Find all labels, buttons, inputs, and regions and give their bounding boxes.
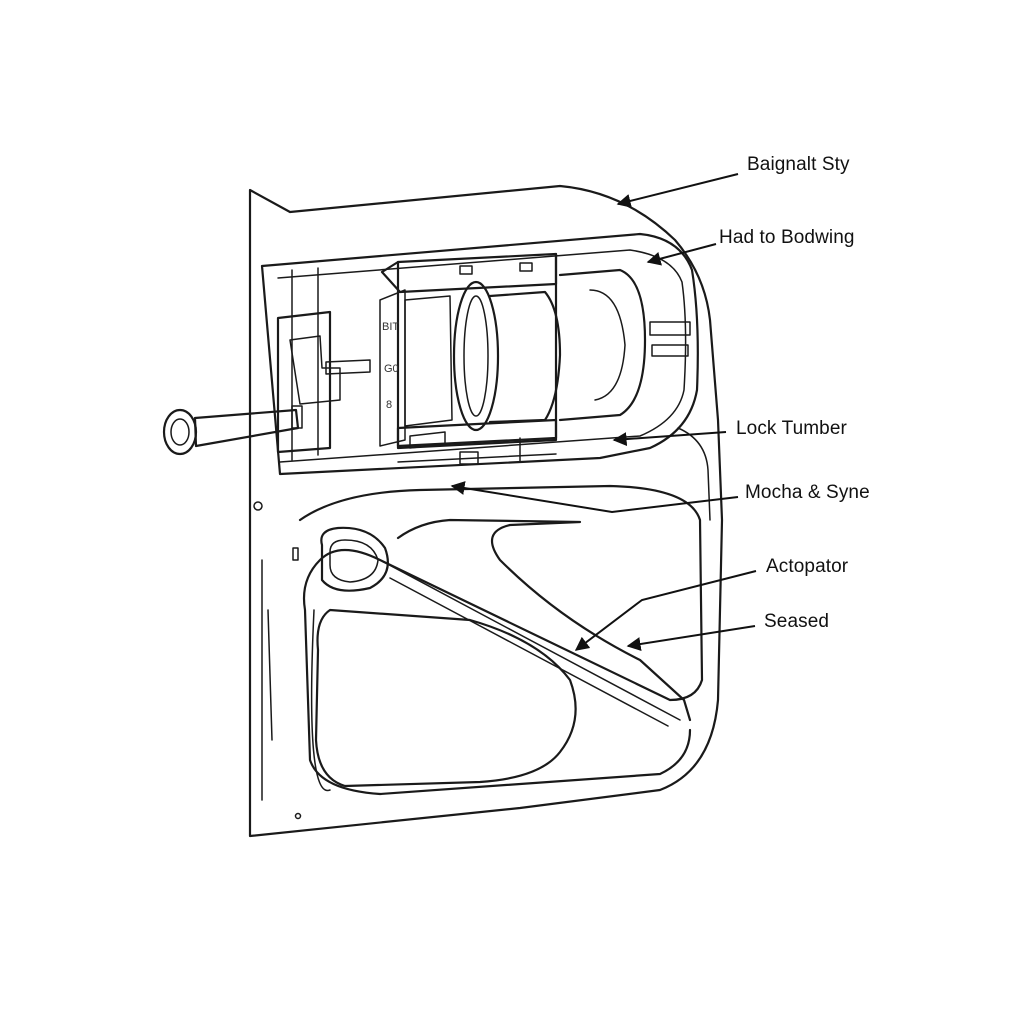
label-mocha-syne: Mocha & Syne bbox=[745, 482, 870, 503]
label-actopator: Actopator bbox=[766, 556, 849, 577]
stamp-text-g0: G0 bbox=[384, 363, 399, 375]
leader-seased bbox=[626, 625, 756, 651]
stamp-text-bit: BIT bbox=[382, 321, 399, 333]
label-had-to-bodwing: Had to Bodwing bbox=[719, 227, 855, 248]
label-baignalt-sty: Baignalt Sty bbox=[747, 154, 850, 175]
leader-mocha-syne bbox=[450, 481, 739, 514]
door-shell bbox=[248, 184, 724, 838]
lock-mechanism: BIT G0 8 bbox=[276, 252, 691, 465]
key-cylinder-rod bbox=[162, 405, 303, 456]
leader-had-to-bodwing bbox=[646, 243, 717, 266]
label-seased: Seased bbox=[764, 611, 830, 632]
leader-baignalt-sty bbox=[616, 173, 739, 208]
callout-leaders bbox=[450, 173, 757, 651]
leader-actopator bbox=[574, 570, 757, 651]
label-lock-tumber: Lock Tumber bbox=[736, 418, 847, 439]
stamp-text-8: 8 bbox=[386, 399, 392, 411]
leader-lock-tumber bbox=[612, 431, 727, 447]
lower-panel bbox=[253, 427, 711, 820]
